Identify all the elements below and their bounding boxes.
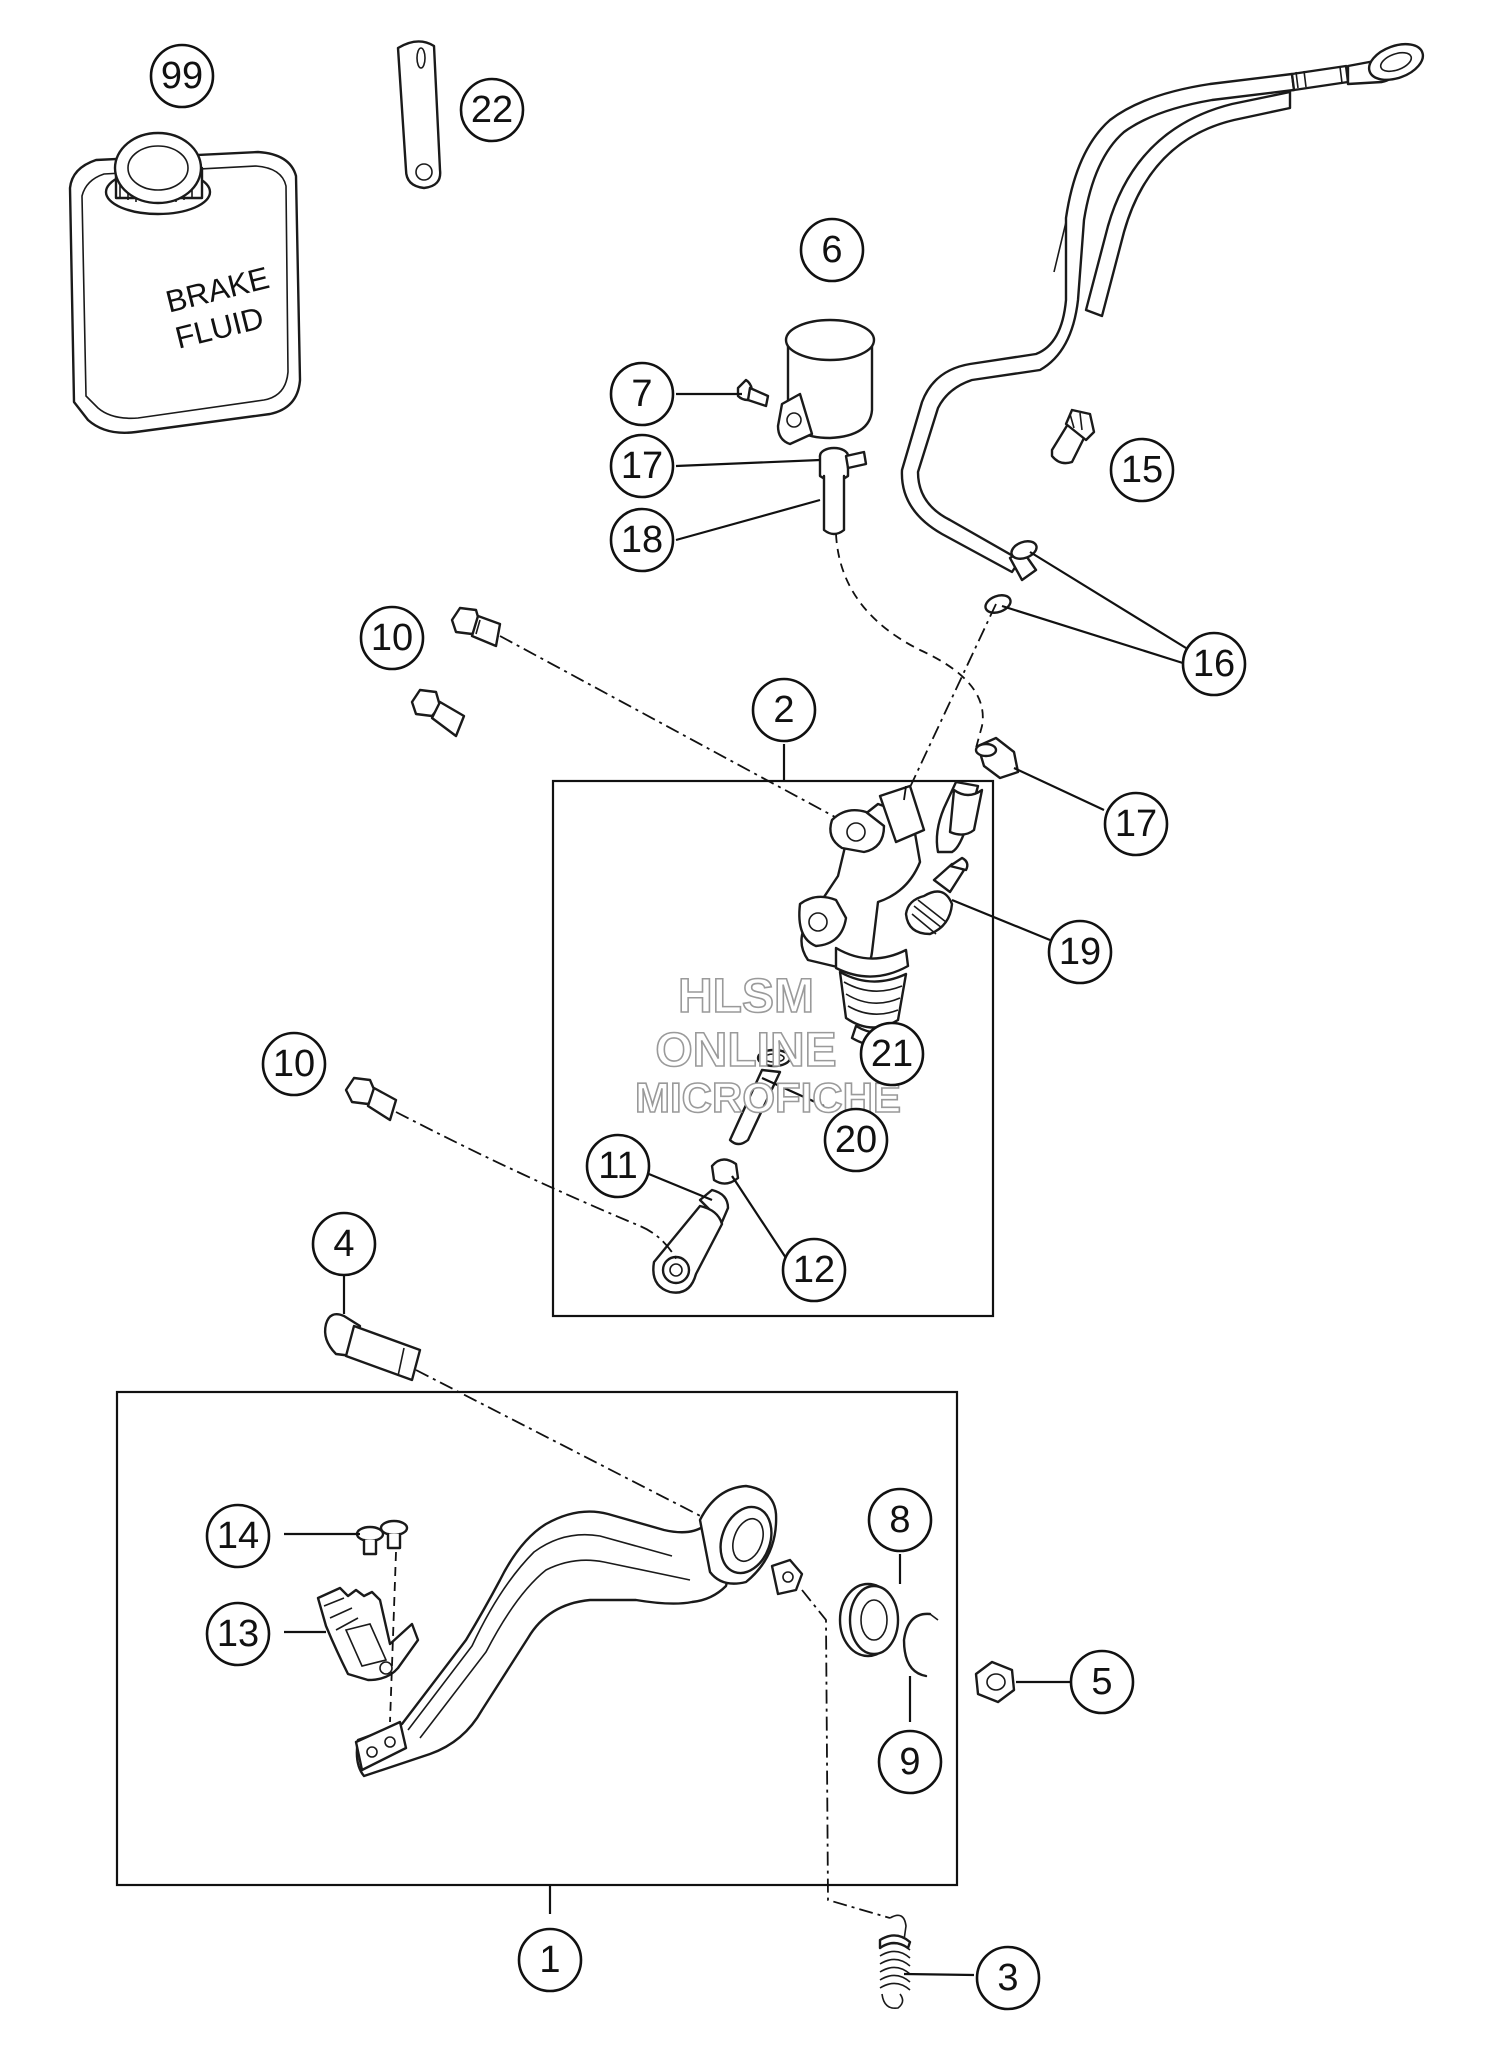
brake-line xyxy=(900,42,1425,582)
callout-5: 5 xyxy=(1069,1649,1135,1715)
callout-21: 21 xyxy=(859,1021,925,1087)
callout-label: 99 xyxy=(161,55,203,97)
seal-ring xyxy=(756,1048,792,1068)
callout-label: 2 xyxy=(773,689,794,731)
circlip xyxy=(902,1612,939,1678)
callout-label: 20 xyxy=(835,1119,877,1161)
clevis xyxy=(652,1188,730,1294)
master-cylinder xyxy=(798,784,926,1047)
hose-routing-dashed xyxy=(835,533,984,749)
callout-label: 21 xyxy=(871,1033,913,1075)
callout-2: 2 xyxy=(751,677,817,743)
leader-lines xyxy=(284,392,1187,1977)
bolt-upper-axis xyxy=(499,635,849,825)
brake-pedal-assembly-frame xyxy=(115,1390,959,1887)
callout-12: 12 xyxy=(781,1237,847,1303)
callout-10-upper: 10 xyxy=(359,605,425,671)
bolt-upper xyxy=(450,606,502,648)
callout-label: 10 xyxy=(273,1043,315,1085)
callout-16: 16 xyxy=(1181,631,1247,697)
cotter-pin xyxy=(396,40,442,190)
spring-axis xyxy=(801,1589,891,1919)
callout-label: 5 xyxy=(1091,1661,1112,1703)
hose-nozzle xyxy=(904,856,969,936)
callout-label: 17 xyxy=(1115,803,1157,845)
flange-nut xyxy=(974,1660,1016,1704)
brake-line-axis xyxy=(903,603,997,801)
callout-label: 17 xyxy=(621,445,663,487)
callout-label: 15 xyxy=(1121,449,1163,491)
callout-18: 18 xyxy=(609,507,675,573)
hose-clamp-right xyxy=(935,736,1020,854)
step-screws xyxy=(355,1519,409,1556)
brake-fluid-can: BRAKE FLUID xyxy=(68,131,302,434)
callout-7: 7 xyxy=(609,361,675,427)
pedal-step xyxy=(316,1586,420,1682)
rod-nut xyxy=(710,1158,740,1185)
callout-label: 8 xyxy=(889,1499,910,1541)
bolt-lower xyxy=(344,1076,398,1122)
callout-label: 18 xyxy=(621,519,663,561)
push-rod xyxy=(728,1068,782,1146)
callout-99: 99 xyxy=(149,43,215,109)
callout-label: 3 xyxy=(997,1957,1018,1999)
callout-label: 9 xyxy=(899,1741,920,1783)
watermark-line-1: HLSM xyxy=(678,970,814,1023)
callout-9: 9 xyxy=(877,1729,943,1795)
callout-label: 1 xyxy=(539,1939,560,1981)
callout-6: 6 xyxy=(799,217,865,283)
callout-11: 11 xyxy=(585,1133,651,1199)
callout-14: 14 xyxy=(205,1503,271,1569)
callout-17-right: 17 xyxy=(1103,791,1169,857)
callout-17-top: 17 xyxy=(609,433,675,499)
callout-1: 1 xyxy=(517,1927,583,1993)
callout-label: 13 xyxy=(217,1613,259,1655)
callout-15: 15 xyxy=(1109,437,1175,503)
callout-label: 16 xyxy=(1193,643,1235,685)
callout-label: 4 xyxy=(333,1223,354,1265)
callout-label: 19 xyxy=(1059,931,1101,973)
callout-19: 19 xyxy=(1047,919,1113,985)
reservoir-hose xyxy=(822,474,846,536)
callout-3: 3 xyxy=(975,1945,1041,2011)
reservoir xyxy=(776,318,876,446)
watermark-line-2: ONLINE xyxy=(655,1024,836,1077)
callout-8: 8 xyxy=(867,1487,933,1553)
callout-label: 22 xyxy=(471,89,513,131)
return-spring xyxy=(878,1914,912,2010)
sealing-washers xyxy=(984,540,1038,614)
master-cylinder-axis xyxy=(903,785,907,801)
callout-label: 6 xyxy=(821,229,842,271)
callout-10-lower: 10 xyxy=(261,1031,327,1097)
callout-label: 10 xyxy=(371,617,413,659)
bolt-lower-axis xyxy=(395,1111,679,1263)
bearing xyxy=(838,1582,900,1658)
bolt-spare xyxy=(410,688,466,738)
callout-20: 20 xyxy=(823,1107,889,1173)
callout-4: 4 xyxy=(311,1211,377,1277)
callout-label: 12 xyxy=(793,1249,835,1291)
callout-13: 13 xyxy=(205,1601,271,1667)
master-cylinder-assembly-frame xyxy=(551,779,995,1318)
pivot-bolt xyxy=(323,1313,422,1382)
small-screw xyxy=(736,378,770,408)
callout-22: 22 xyxy=(459,77,525,143)
brake-pedal xyxy=(354,1484,804,1778)
callout-label: 11 xyxy=(598,1145,637,1187)
callout-label: 7 xyxy=(631,373,652,415)
pivot-axis xyxy=(415,1369,721,1527)
banjo-bolt xyxy=(1050,408,1096,465)
step-screw-axis xyxy=(389,1551,397,1723)
callout-label: 14 xyxy=(217,1515,259,1557)
